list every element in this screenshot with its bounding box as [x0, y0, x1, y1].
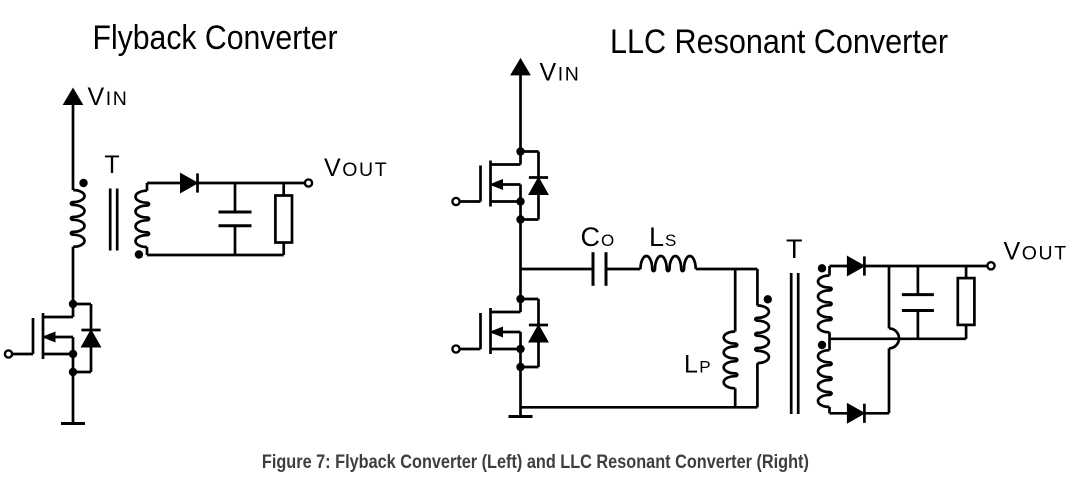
svg-text:LP: LP: [684, 351, 712, 379]
svg-text:T: T: [786, 234, 803, 264]
svg-text:VOUT: VOUT: [324, 154, 388, 182]
svg-text:VOUT: VOUT: [1004, 237, 1068, 265]
svg-text:Flyback Converter: Flyback Converter: [93, 19, 338, 57]
svg-text:CO: CO: [581, 222, 616, 252]
svg-text:Figure 7: Flyback Converter (L: Figure 7: Flyback Converter (Left) and L…: [262, 451, 809, 473]
svg-text:LLC Resonant Converter: LLC Resonant Converter: [610, 23, 948, 61]
svg-text:T: T: [104, 151, 119, 179]
svg-text:VIN: VIN: [88, 83, 129, 111]
svg-text:VIN: VIN: [540, 59, 581, 87]
svg-text:LS: LS: [649, 222, 677, 252]
